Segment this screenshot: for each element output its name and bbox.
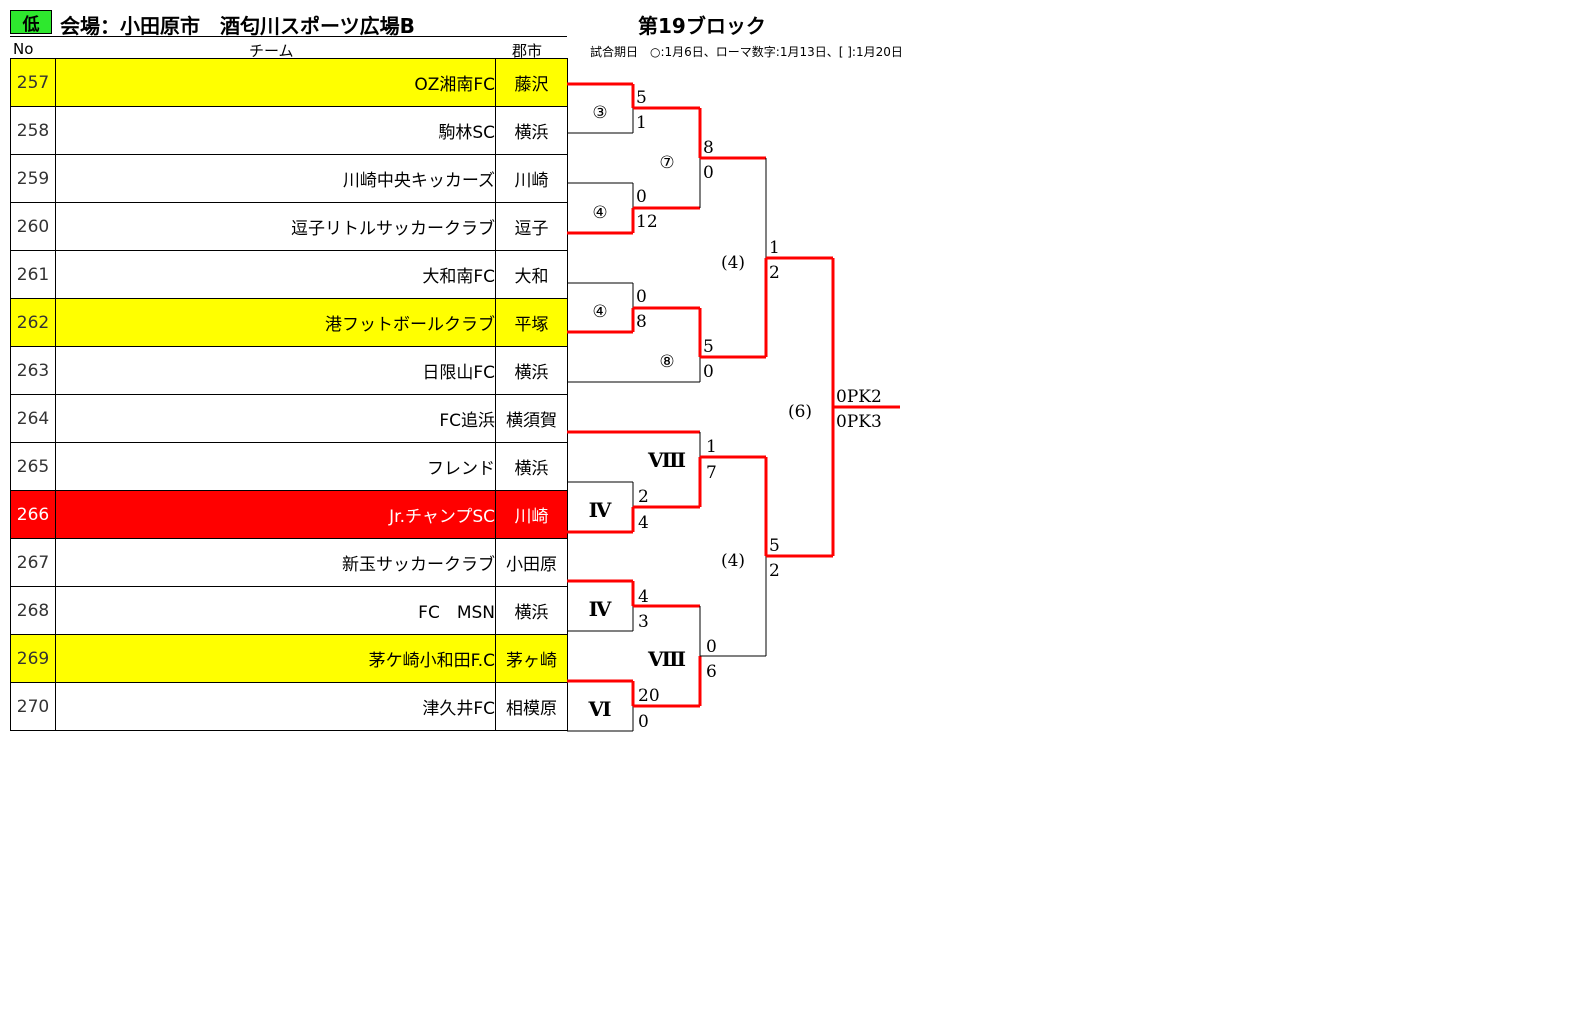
score-label: 5 — [636, 88, 647, 108]
score-label: 12 — [636, 212, 658, 232]
round-label: ④ — [592, 203, 607, 223]
team-no: 263 — [10, 346, 56, 395]
team-city: 横浜 — [495, 346, 568, 395]
bracket-labels: ③④④ⅣⅣⅥ⑦⑧ⅧⅧ(4)(4)(6)510120824432008050170… — [588, 88, 882, 732]
score-label: 8 — [636, 312, 647, 332]
header-underline — [10, 36, 567, 37]
score-label: 0 — [703, 362, 714, 382]
round-label: Ⅵ — [588, 697, 612, 721]
score-label: 8 — [703, 138, 714, 158]
score-label: 0 — [636, 187, 647, 207]
team-no: 264 — [10, 394, 56, 443]
team-name: 駒林SC — [55, 106, 496, 155]
column-header-city: 郡市 — [512, 42, 543, 60]
team-no: 262 — [10, 298, 56, 347]
score-label: 0 — [638, 712, 649, 732]
team-city: 茅ヶ崎 — [495, 634, 568, 683]
team-name: OZ湘南FC — [55, 58, 496, 107]
score-label: 2 — [769, 561, 780, 581]
round-label: ④ — [592, 302, 607, 322]
column-header-no: No — [13, 40, 34, 58]
schedule-note: 試合期日 ○:1月6日、ローマ数字:1月13日、[ ]:1月20日 — [590, 45, 903, 59]
score-label: 0PK2 — [836, 387, 882, 407]
score-label: 5 — [769, 536, 780, 556]
team-name: 川崎中央キッカーズ — [55, 154, 496, 203]
score-label: 2 — [638, 487, 649, 507]
round-label: (4) — [721, 253, 745, 273]
team-name: FC MSN — [55, 586, 496, 635]
score-label: 6 — [706, 662, 717, 682]
team-no: 270 — [10, 682, 56, 731]
team-name: Jr.チャンプSC — [55, 490, 496, 539]
bracket-lines — [567, 82, 900, 732]
round-label: ⑦ — [659, 153, 674, 173]
team-no: 260 — [10, 202, 56, 251]
score-label: 3 — [638, 612, 649, 632]
team-name: FC追浜 — [55, 394, 496, 443]
team-name: 津久井FC — [55, 682, 496, 731]
score-label: 0 — [706, 637, 717, 657]
team-no: 269 — [10, 634, 56, 683]
team-city: 横浜 — [495, 106, 568, 155]
team-city: 小田原 — [495, 538, 568, 587]
team-name: 日限山FC — [55, 346, 496, 395]
team-city: 横浜 — [495, 442, 568, 491]
score-label: 7 — [706, 463, 717, 483]
team-no: 267 — [10, 538, 56, 587]
round-label: (4) — [721, 551, 745, 571]
team-city: 平塚 — [495, 298, 568, 347]
round-label: Ⅷ — [647, 647, 686, 671]
round-label: Ⅳ — [589, 597, 612, 621]
column-header-team: チーム — [249, 42, 294, 60]
block-title: 第19ブロック — [638, 14, 766, 38]
round-label: ③ — [592, 103, 607, 123]
team-no: 265 — [10, 442, 56, 491]
team-name: 新玉サッカークラブ — [55, 538, 496, 587]
team-name: 茅ケ崎小和田F.C — [55, 634, 496, 683]
score-label: 5 — [703, 337, 714, 357]
score-label: 0PK3 — [836, 412, 882, 432]
round-label: ⑧ — [659, 352, 674, 372]
score-label: 0 — [636, 287, 647, 307]
score-label: 1 — [706, 437, 717, 457]
team-no: 266 — [10, 490, 56, 539]
round-label: Ⅷ — [647, 448, 686, 472]
round-label: Ⅳ — [589, 498, 612, 522]
team-city: 相模原 — [495, 682, 568, 731]
score-label: 2 — [769, 263, 780, 283]
team-city: 横浜 — [495, 586, 568, 635]
score-label: 1 — [769, 238, 780, 258]
team-name: 大和南FC — [55, 250, 496, 299]
venue-title: 会場：小田原市 酒匂川スポーツ広場B — [60, 14, 415, 38]
team-city: 川崎 — [495, 490, 568, 539]
round-label: (6) — [788, 402, 812, 422]
team-city: 大和 — [495, 250, 568, 299]
score-label: 4 — [638, 513, 649, 533]
level-badge: 低 — [10, 10, 52, 35]
score-label: 20 — [638, 686, 660, 706]
team-name: 港フットボールクラブ — [55, 298, 496, 347]
score-label: 1 — [636, 113, 647, 133]
score-label: 4 — [638, 587, 649, 607]
team-city: 横須賀 — [495, 394, 568, 443]
score-label: 0 — [703, 163, 714, 183]
